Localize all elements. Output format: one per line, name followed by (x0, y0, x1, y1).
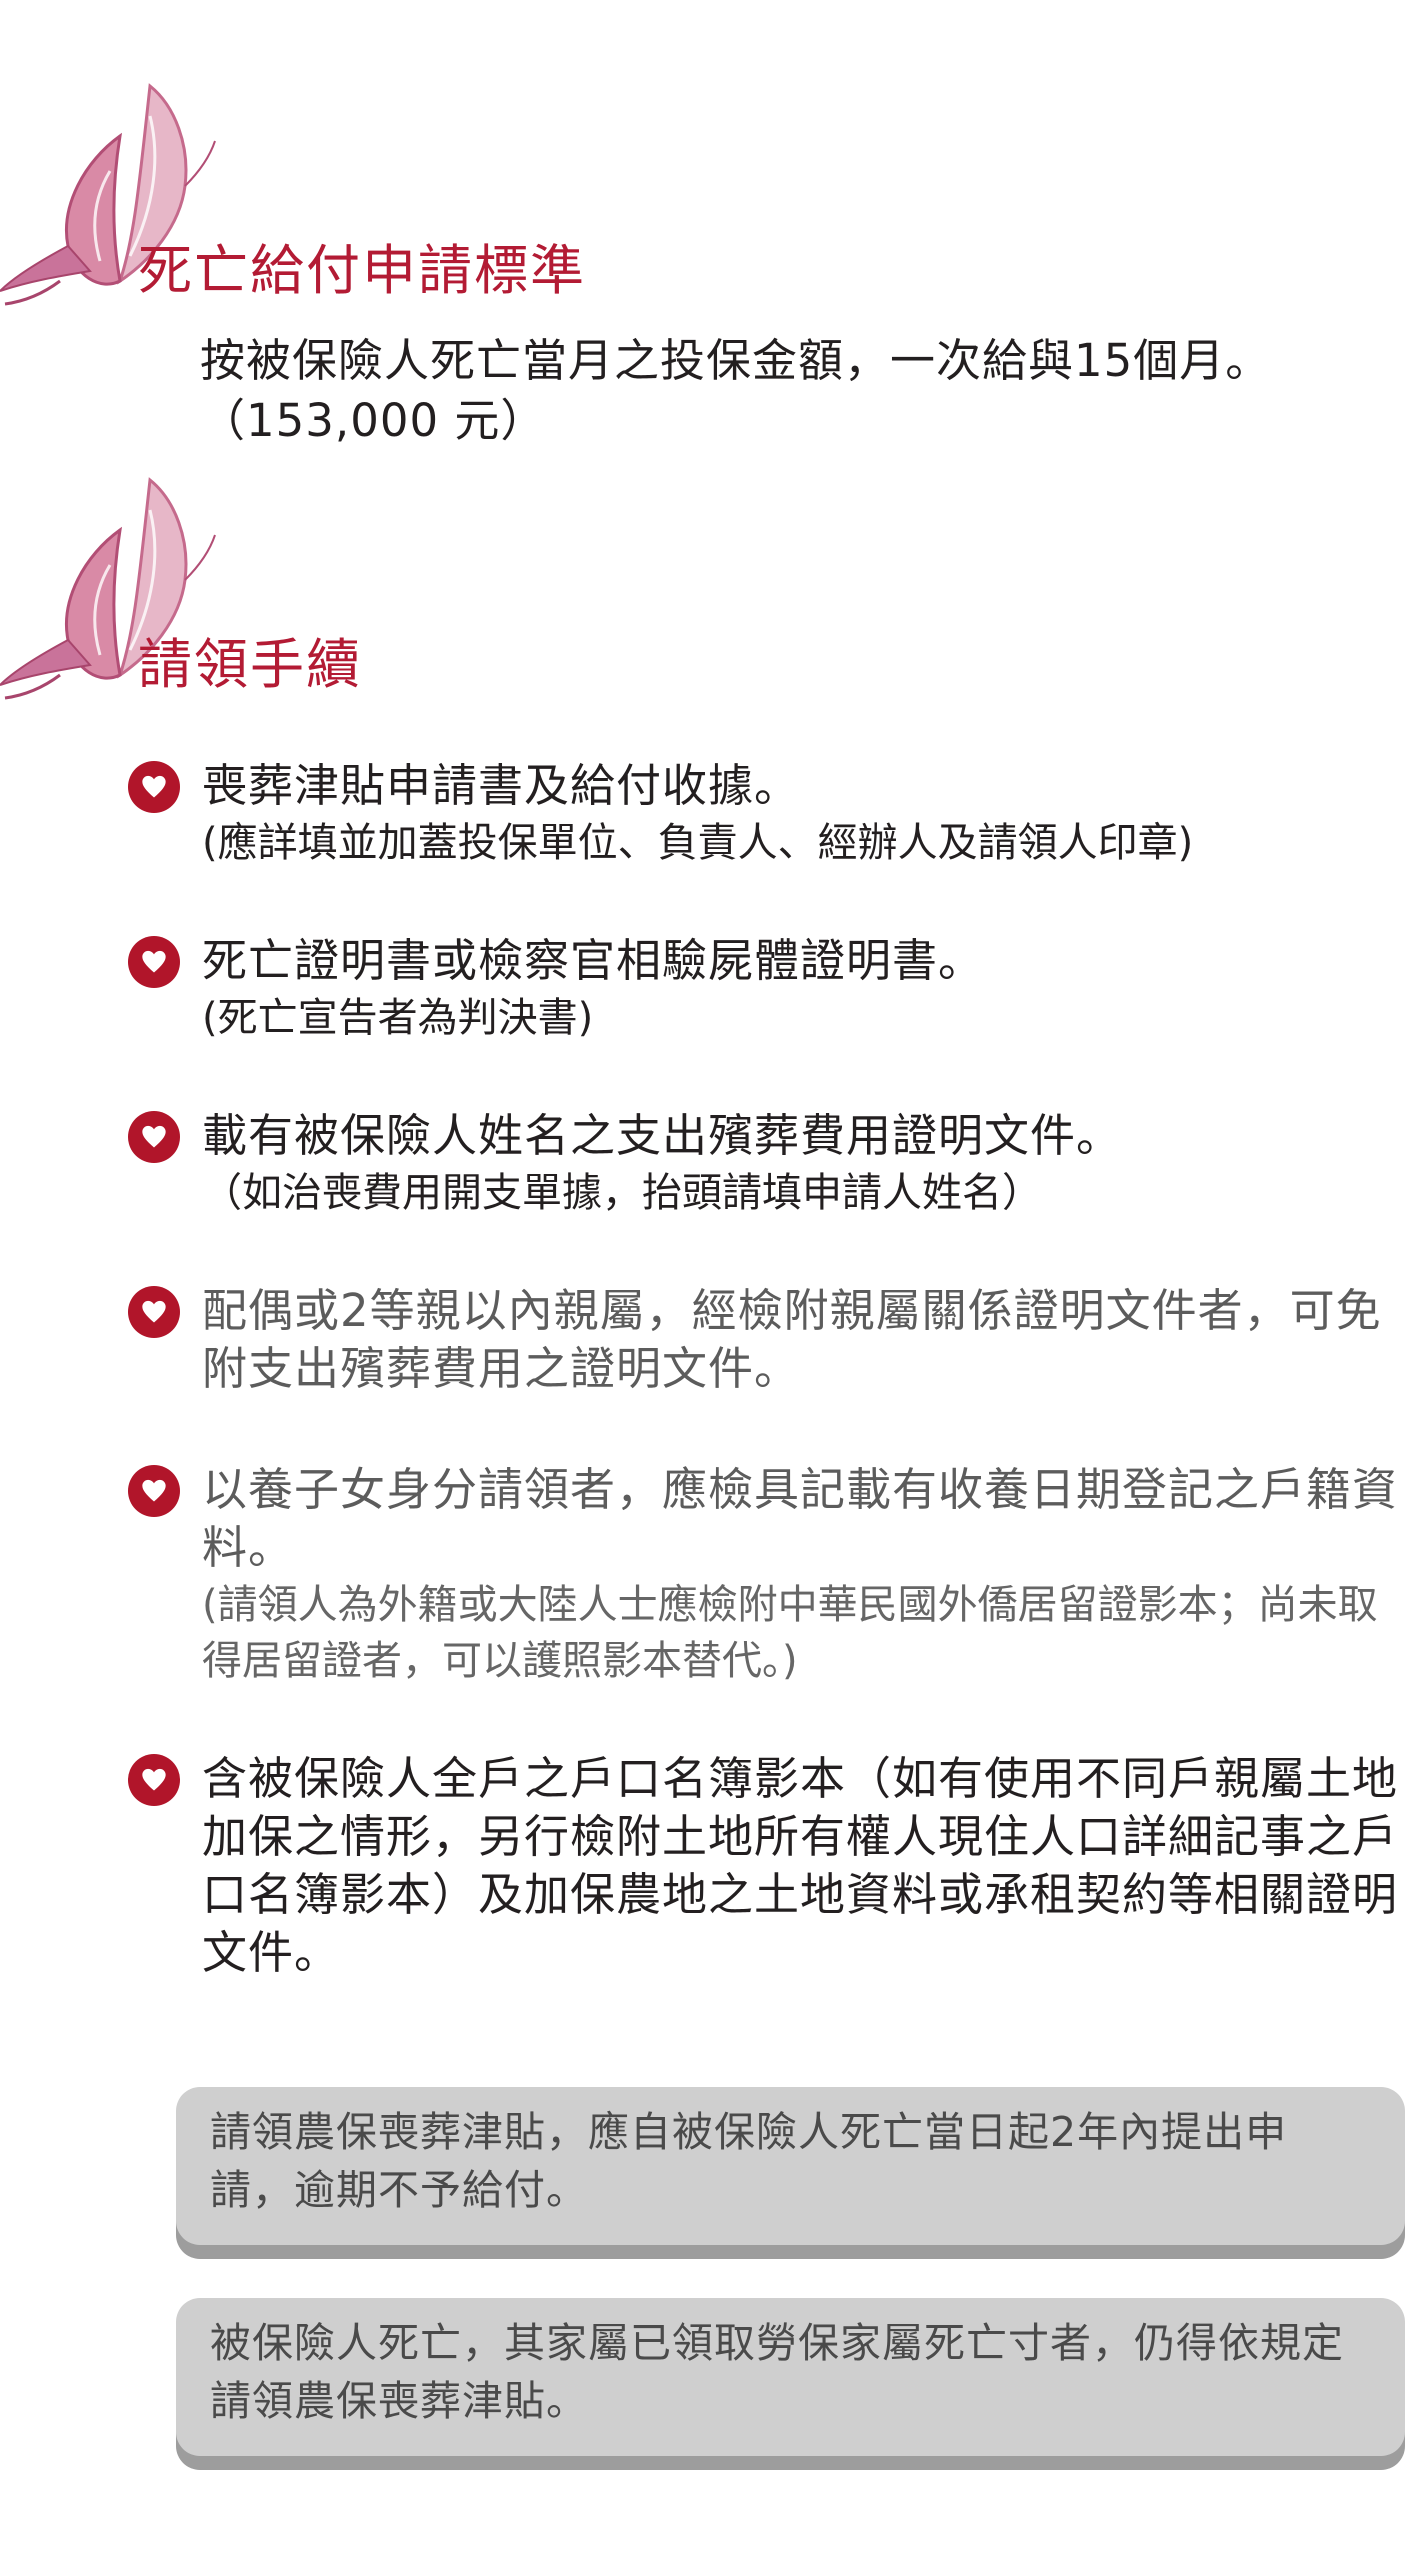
item-note: (應詳填並加蓋投保單位、負責人、經辦人及請領人印章) (202, 820, 1194, 866)
item-text: 載有被保險人姓名之支出殯葬費用證明文件。 (202, 1109, 1123, 1162)
heart-bullet-icon (128, 761, 180, 813)
list-item: 以養子女身分請領者，應檢具記載有收養日期登記之戶籍資料。 (請領人為外籍或大陸人… (128, 1461, 1403, 1689)
note-box: 被保險人死亡，其家屬已領取勞保家屬死亡寸者，仍得依規定請領農保喪葬津貼。 (176, 2298, 1405, 2456)
standard-body-line2: （153,000 元） (200, 394, 547, 447)
item-text: 含被保險人全戶之戶口名簿影本（如有使用不同戶親屬土地加保之情形，另行檢附土地所有… (202, 1752, 1399, 1979)
butterfly-icon (0, 83, 216, 306)
butterfly-icon (0, 477, 216, 700)
list-item: 配偶或2等親以內親屬，經檢附親屬關係證明文件者，可免附支出殯葬費用之證明文件。 (128, 1282, 1403, 1398)
section-heading-procedure: 請領手續 (0, 470, 1407, 700)
item-text: 喪葬津貼申請書及給付收據。 (202, 759, 801, 812)
item-note: (死亡宣告者為判決書) (202, 995, 594, 1041)
heart-bullet-icon (128, 936, 180, 988)
item-text: 配偶或2等親以內親屬，經檢附親屬關係證明文件者，可免附支出殯葬費用之證明文件。 (202, 1284, 1382, 1395)
heart-bullet-icon (128, 1286, 180, 1338)
list-item: 含被保險人全戶之戶口名簿影本（如有使用不同戶親屬土地加保之情形，另行檢附土地所有… (128, 1750, 1403, 1982)
item-text: 以養子女身分請領者，應檢具記載有收養日期登記之戶籍資料。 (202, 1463, 1399, 1574)
list-item: 死亡證明書或檢察官相驗屍體證明書。 (死亡宣告者為判決書) (128, 932, 1403, 1046)
item-note: （如治喪費用開支單據，抬頭請填申請人姓名） (202, 1170, 1042, 1216)
list-item: 載有被保險人姓名之支出殯葬費用證明文件。 （如治喪費用開支單據，抬頭請填申請人姓… (128, 1107, 1403, 1221)
heart-bullet-icon (128, 1754, 180, 1806)
item-text: 死亡證明書或檢察官相驗屍體證明書。 (202, 934, 985, 987)
heart-bullet-icon (128, 1465, 180, 1517)
section-title: 死亡給付申請標準 (138, 239, 586, 302)
heart-bullet-icon (128, 1111, 180, 1163)
item-note: (請領人為外籍或大陸人士應檢附中華民國外僑居留證影本；尚未取得居留證者，可以護照… (202, 1582, 1378, 1684)
list-item: 喪葬津貼申請書及給付收據。 (應詳填並加蓋投保單位、負責人、經辦人及請領人印章) (128, 757, 1403, 871)
note-box: 請領農保喪葬津貼，應自被保險人死亡當日起2年內提出申請，逾期不予給付。 (176, 2087, 1405, 2245)
standard-body-line1: 按被保險人死亡當月之投保金額，一次給與15個月。 (200, 334, 1272, 387)
section-heading-standard: 死亡給付申請標準 (0, 76, 1407, 306)
section-title: 請領手續 (138, 633, 362, 696)
